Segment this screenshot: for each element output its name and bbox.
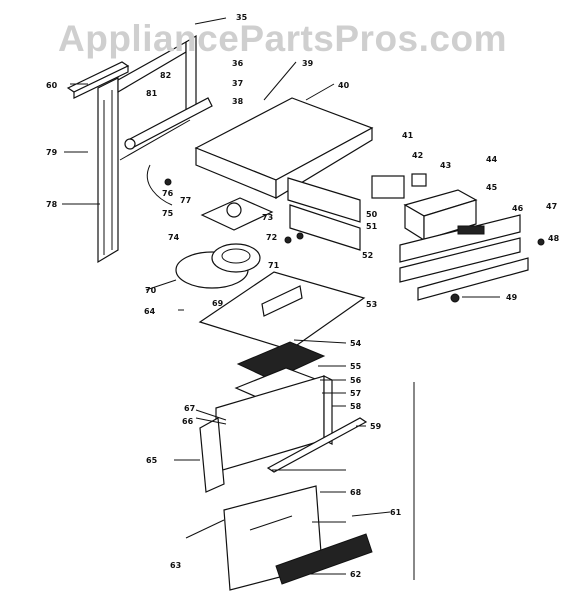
callout-52: 52 — [362, 251, 373, 260]
small-parts — [284, 173, 545, 303]
callout-65: 65 — [146, 456, 158, 465]
callout-71: 71 — [268, 261, 280, 270]
cord-clip — [147, 164, 173, 206]
callout-48: 48 — [548, 234, 560, 243]
upper-cover — [194, 97, 374, 200]
callout-51: 51 — [366, 222, 378, 231]
callout-50: 50 — [366, 210, 378, 219]
callout-60: 60 — [46, 81, 58, 90]
left-side-bracket — [97, 77, 119, 264]
callout-75: 75 — [162, 209, 174, 218]
callout-78: 78 — [46, 200, 58, 209]
callout-70: 70 — [145, 286, 157, 295]
callout-69: 69 — [212, 299, 224, 308]
callout-57: 57 — [350, 389, 361, 398]
front-trim — [399, 237, 529, 301]
callout-53: 53 — [366, 300, 377, 309]
callout-49: 49 — [506, 293, 518, 302]
callout-58a: 58 — [350, 402, 362, 411]
callout-37: 37 — [232, 79, 243, 88]
callout-72: 72 — [266, 233, 277, 242]
callout-39: 39 — [302, 59, 314, 68]
control-bracket — [287, 177, 361, 251]
callout-55: 55 — [350, 362, 362, 371]
callout-63: 63 — [170, 561, 181, 570]
door-support — [199, 417, 368, 493]
callout-38: 38 — [232, 97, 244, 106]
callout-54a: 54 — [350, 339, 362, 348]
callout-45: 45 — [486, 183, 498, 192]
callout-64: 64 — [144, 307, 156, 316]
blower-wheel — [175, 243, 261, 289]
mounting-rod — [124, 97, 213, 150]
callout-73: 73 — [262, 213, 273, 222]
callout-43: 43 — [440, 161, 451, 170]
callout-42: 42 — [412, 151, 423, 160]
leader-lines — [62, 17, 500, 575]
front-door-panel — [215, 375, 333, 473]
control-panel — [399, 214, 521, 263]
filter-frame — [198, 271, 366, 351]
callout-46: 46 — [512, 204, 524, 213]
light-lens — [275, 533, 373, 585]
callout-56: 56 — [350, 376, 362, 385]
callout-77: 77 — [180, 196, 191, 205]
callout-62: 62 — [350, 570, 361, 579]
callout-47a: 47 — [546, 202, 557, 211]
callout-40: 40 — [338, 81, 350, 90]
callout-68: 68 — [350, 488, 362, 497]
callout-79: 79 — [46, 148, 58, 157]
callout-82: 82 — [160, 71, 171, 80]
callout-36: 36 — [232, 59, 244, 68]
mesh-filter — [236, 341, 326, 381]
callout-41a: 41 — [402, 131, 414, 140]
callout-59: 59 — [370, 422, 382, 431]
callout-76: 76 — [162, 189, 174, 198]
callout-44: 44 — [486, 155, 498, 164]
callout-67: 67 — [184, 404, 195, 413]
callout-61: 61 — [390, 508, 402, 517]
watermark: AppliancePartsPros.com — [58, 18, 507, 59]
callout-81: 81 — [146, 89, 158, 98]
callout-66: 66 — [182, 417, 194, 426]
fan-mounting-plate — [200, 197, 274, 231]
callout-35: 35 — [236, 13, 248, 22]
callout-labels: 35 36 37 38 39 40 41 42 43 44 45 46 47 4… — [46, 13, 560, 579]
callout-74: 74 — [168, 233, 180, 242]
switch-box — [403, 189, 478, 242]
